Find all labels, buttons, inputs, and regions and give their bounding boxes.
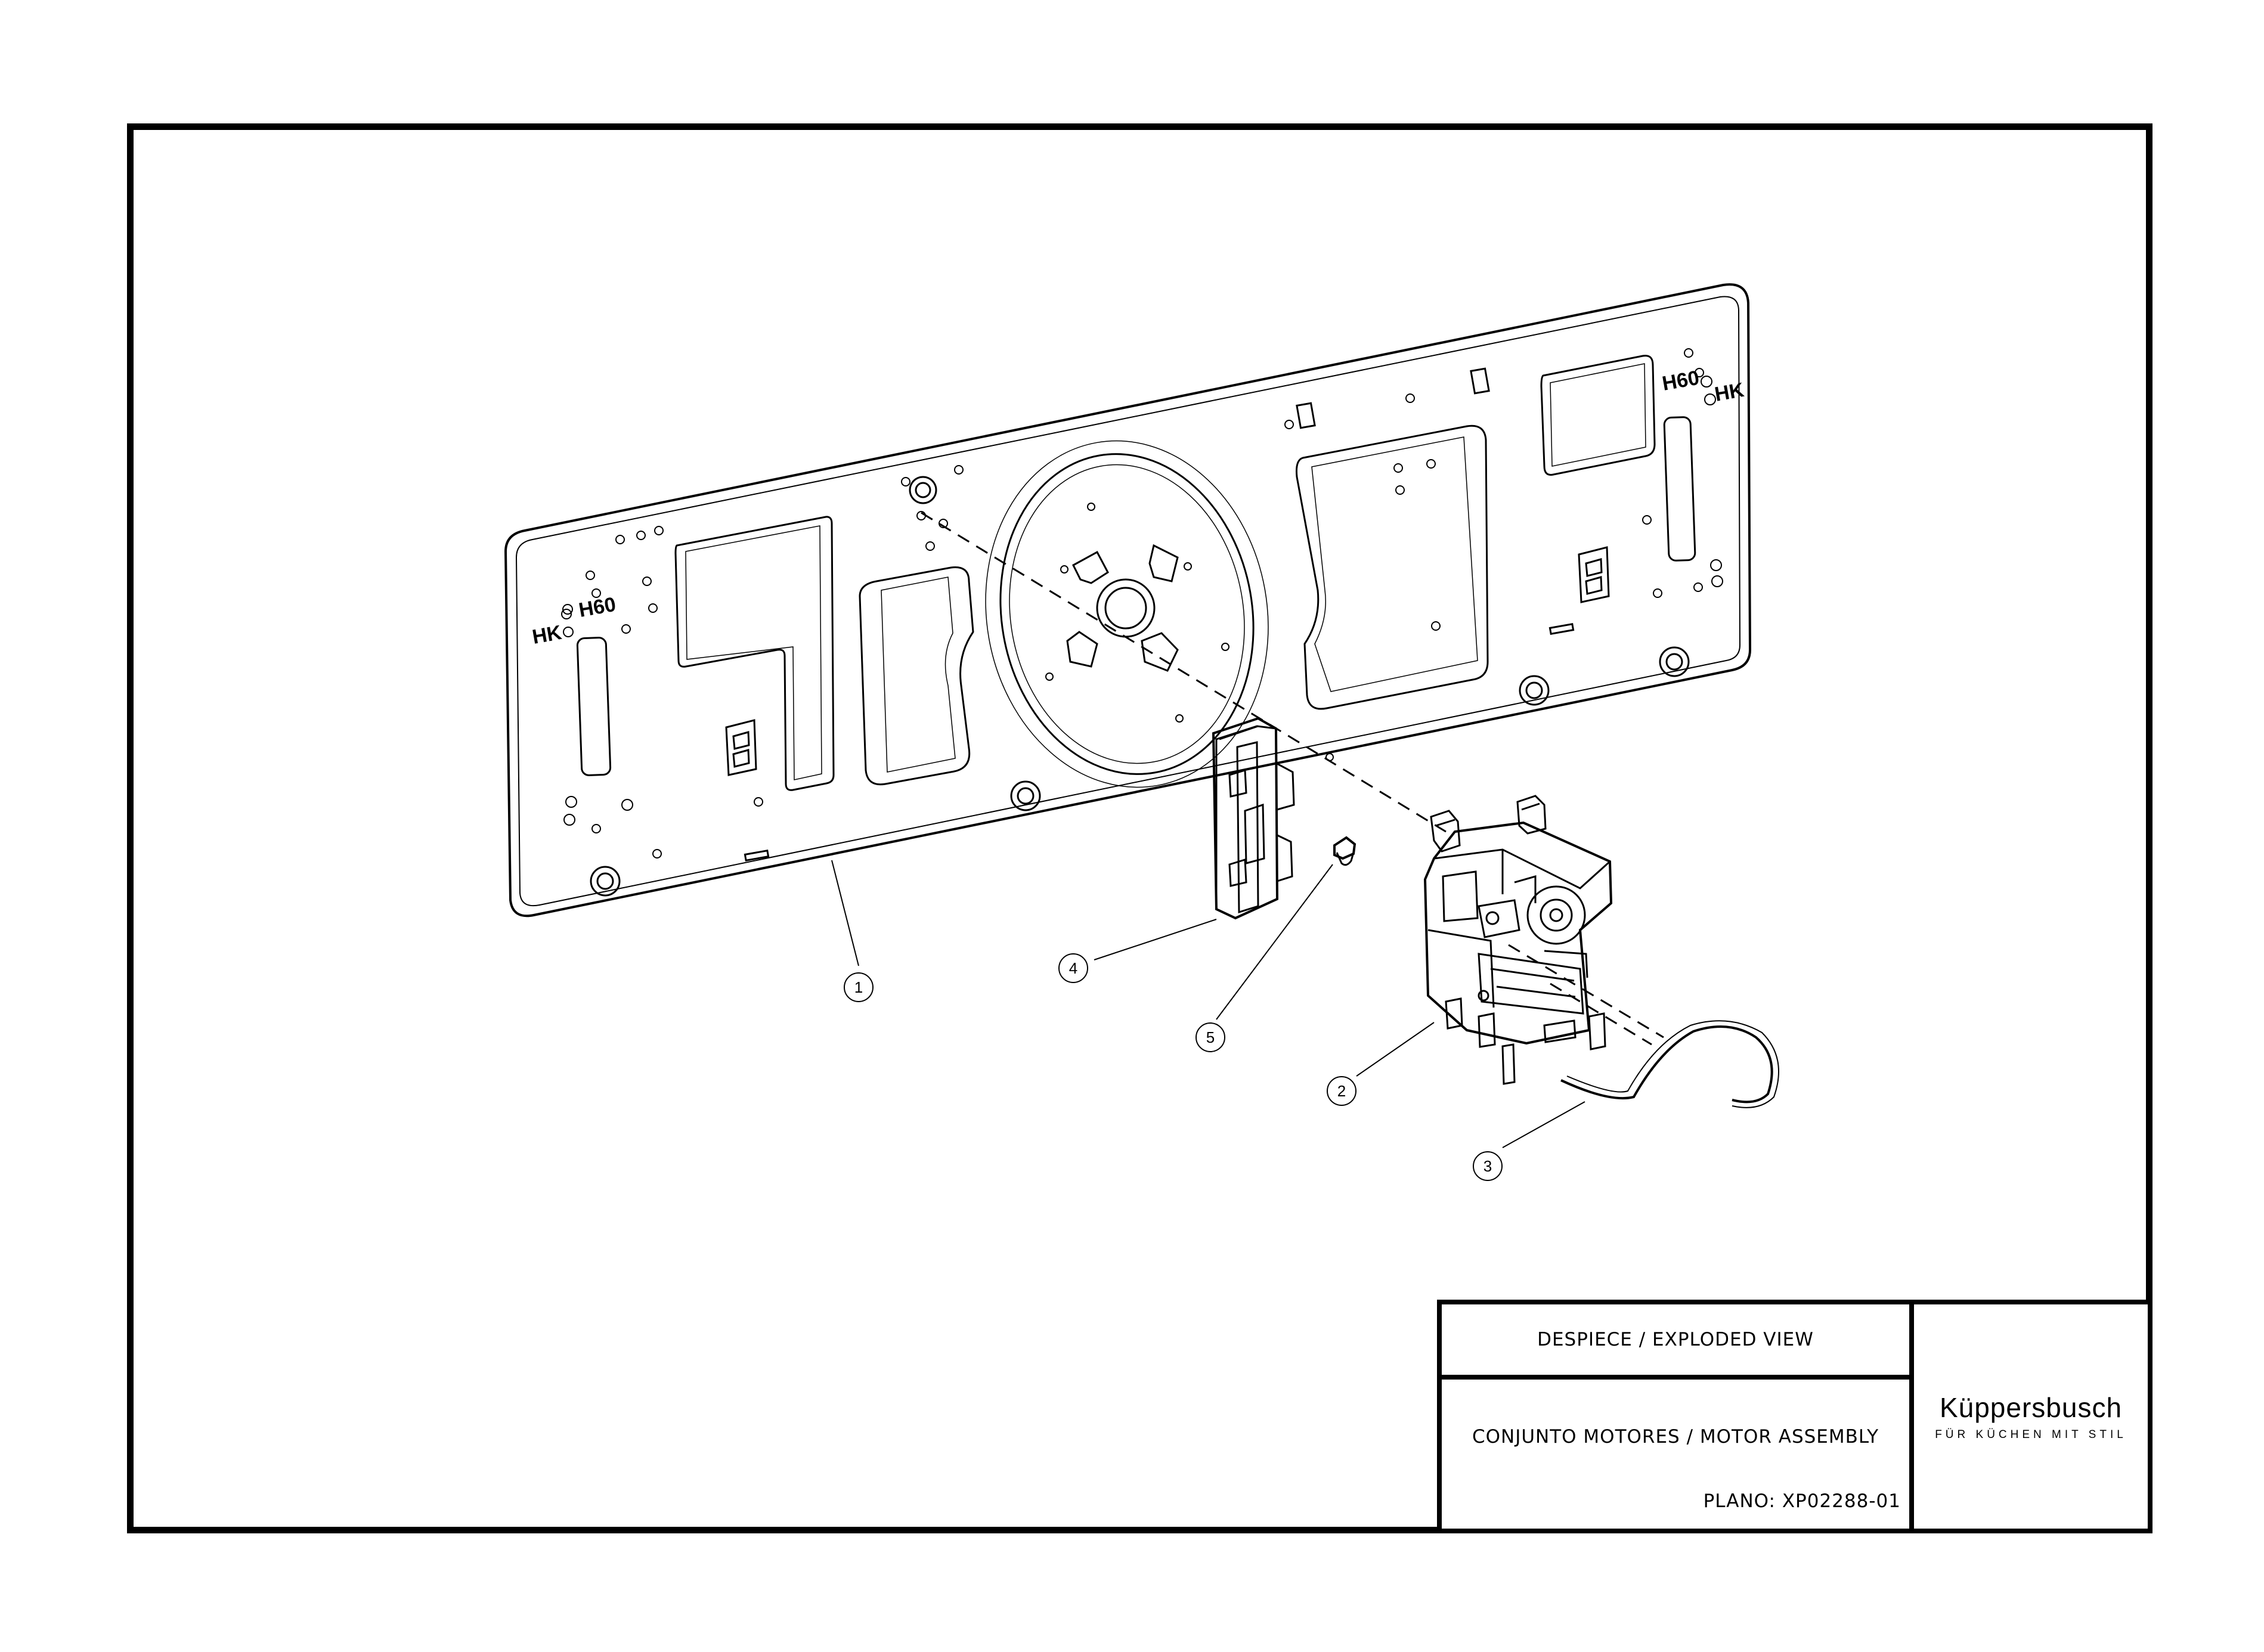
drawing-border bbox=[127, 123, 2152, 1533]
brand-name: Küppersbusch bbox=[1939, 1392, 2123, 1423]
motor-bracket bbox=[1212, 717, 1295, 920]
brand-logo-block: Küppersbusch FÜR KÜCHEN MIT STIL bbox=[1909, 1300, 2152, 1533]
brand-slogan: FÜR KÜCHEN MIT STIL bbox=[1935, 1428, 2127, 1441]
title-block-title: DESPIECE / EXPLODED VIEW bbox=[1437, 1300, 1914, 1380]
plate-marking-hk-left: HK bbox=[531, 621, 563, 649]
balloon-label-3: 3 bbox=[1483, 1157, 1492, 1175]
connecting-wire bbox=[1560, 1020, 1779, 1108]
balloon-label-4: 4 bbox=[1069, 959, 1077, 977]
balloon-label-1: 1 bbox=[854, 978, 863, 996]
screw bbox=[1333, 836, 1356, 866]
plate-marking-hk-right: HK bbox=[1713, 379, 1746, 406]
balloon-label-5: 5 bbox=[1206, 1028, 1215, 1046]
fan-motor bbox=[1423, 795, 1613, 1085]
drawing-title: DESPIECE / EXPLODED VIEW bbox=[1537, 1329, 1814, 1350]
assembly-name: CONJUNTO MOTORES / MOTOR ASSEMBLY bbox=[1472, 1426, 1879, 1448]
plan-number: PLANO: XP02288-01 bbox=[1703, 1490, 1901, 1512]
balloon-label-2: 2 bbox=[1337, 1082, 1346, 1100]
title-block-assembly: CONJUNTO MOTORES / MOTOR ASSEMBLY bbox=[1437, 1375, 1914, 1533]
